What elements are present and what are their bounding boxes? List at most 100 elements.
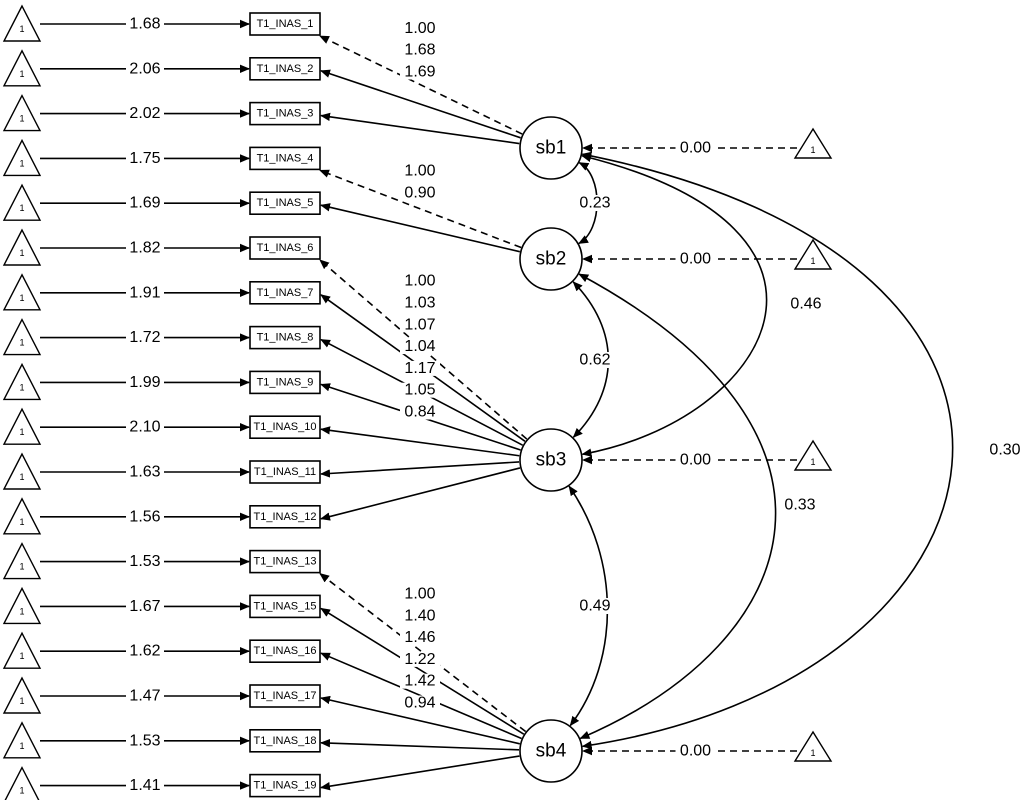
loading-arrow xyxy=(320,426,520,457)
covariance-label: 0.30 xyxy=(989,442,1020,459)
loading-arrow xyxy=(320,755,520,791)
constant-label: 1 xyxy=(19,382,24,392)
loading-label: 1.46 xyxy=(404,629,435,646)
constant-triangle xyxy=(2,452,42,490)
indicator-box xyxy=(249,639,321,664)
constant-triangle xyxy=(2,273,42,311)
indicator-label: T1_INAS_1 xyxy=(257,18,314,30)
label-background xyxy=(400,360,440,376)
label-background xyxy=(126,553,164,570)
intercept-label: 2.02 xyxy=(129,105,160,122)
intercept-label: 1.75 xyxy=(129,150,160,167)
constant-triangle xyxy=(2,228,42,266)
label-background xyxy=(126,16,164,32)
factor-label: sb1 xyxy=(536,138,567,159)
factor-mean-label: 0.00 xyxy=(680,743,711,760)
indicator-box xyxy=(249,191,321,215)
label-background xyxy=(575,598,615,614)
label-background xyxy=(675,251,716,267)
intercept-label: 1.69 xyxy=(129,195,160,212)
label-background xyxy=(126,240,164,256)
constant-label: 1 xyxy=(810,256,815,266)
label-background xyxy=(675,452,716,468)
constant-label: 1 xyxy=(810,748,815,758)
indicator-box xyxy=(249,728,321,753)
constant-label: 1 xyxy=(19,427,24,437)
label-background xyxy=(126,598,164,615)
constant-label: 1 xyxy=(19,338,24,348)
label-background xyxy=(126,643,164,660)
constant-triangle xyxy=(2,4,42,42)
fixed-loading-arrow xyxy=(319,35,523,135)
label-background xyxy=(126,732,164,749)
label-background xyxy=(126,105,164,122)
constant-label: 1 xyxy=(19,651,24,661)
label-background xyxy=(575,195,615,211)
label-background xyxy=(400,317,440,333)
fixed-loading-arrow xyxy=(319,572,527,733)
label-background xyxy=(126,777,164,794)
constant-label: 1 xyxy=(19,158,24,168)
covariance-label: 0.33 xyxy=(784,497,815,514)
loading-label: 1.03 xyxy=(404,295,435,312)
covariance-arrow xyxy=(581,153,768,457)
fixed-loading-arrow xyxy=(319,169,522,249)
indicator-label: T1_INAS_15 xyxy=(254,600,317,612)
loading-label: 1.68 xyxy=(404,42,435,59)
constant-triangle xyxy=(2,676,42,714)
constant-label: 1 xyxy=(19,248,24,258)
intercept-label: 1.67 xyxy=(129,598,160,615)
constant-label: 1 xyxy=(19,606,24,616)
covariance-label: 0.46 xyxy=(790,296,821,313)
label-background xyxy=(126,150,164,167)
label-background xyxy=(126,60,164,77)
label-background xyxy=(126,329,164,346)
indicator-box xyxy=(249,504,321,529)
label-background xyxy=(400,20,440,36)
indicator-box xyxy=(249,415,321,440)
loading-label: 1.00 xyxy=(404,20,435,37)
loading-label: 1.05 xyxy=(404,382,435,399)
intercept-label: 1.91 xyxy=(129,284,160,301)
indicator-box xyxy=(249,549,321,574)
loading-arrow xyxy=(320,738,520,751)
loading-label: 0.94 xyxy=(404,695,435,712)
constant-label: 1 xyxy=(19,696,24,706)
latent-factor-sb2 xyxy=(519,227,583,291)
label-background xyxy=(675,140,716,156)
factor-label: sb3 xyxy=(536,450,567,471)
loading-label: 1.00 xyxy=(404,273,435,290)
intercept-label: 1.68 xyxy=(129,16,160,33)
label-background xyxy=(400,295,440,311)
indicator-label: T1_INAS_7 xyxy=(257,287,314,299)
loading-label: 1.00 xyxy=(404,163,435,180)
label-background xyxy=(400,651,440,667)
loading-arrow xyxy=(320,607,525,735)
label-background xyxy=(400,608,440,624)
indicator-box xyxy=(249,236,321,260)
loading-label: 1.42 xyxy=(404,673,435,690)
constant-triangle xyxy=(2,94,42,132)
constant-triangle xyxy=(793,730,833,762)
indicator-label: T1_INAS_3 xyxy=(257,108,314,120)
intercept-label: 2.06 xyxy=(129,60,160,77)
indicator-box xyxy=(249,12,321,36)
constant-label: 1 xyxy=(19,562,24,572)
constant-label: 1 xyxy=(19,203,24,213)
covariance-label: 0.49 xyxy=(579,598,610,615)
loading-arrow xyxy=(320,203,521,253)
constant-triangle xyxy=(2,138,42,177)
constant-label: 1 xyxy=(19,69,24,79)
constant-triangle xyxy=(793,439,833,471)
indicator-label: T1_INAS_8 xyxy=(257,332,314,344)
loading-arrow xyxy=(320,461,520,478)
constant-triangle xyxy=(2,542,42,580)
label-background xyxy=(400,163,440,179)
covariance-arrow xyxy=(581,151,954,750)
indicator-label: T1_INAS_2 xyxy=(257,63,314,75)
label-background xyxy=(400,382,440,398)
constant-triangle xyxy=(2,631,42,669)
loading-arrow xyxy=(320,112,520,145)
